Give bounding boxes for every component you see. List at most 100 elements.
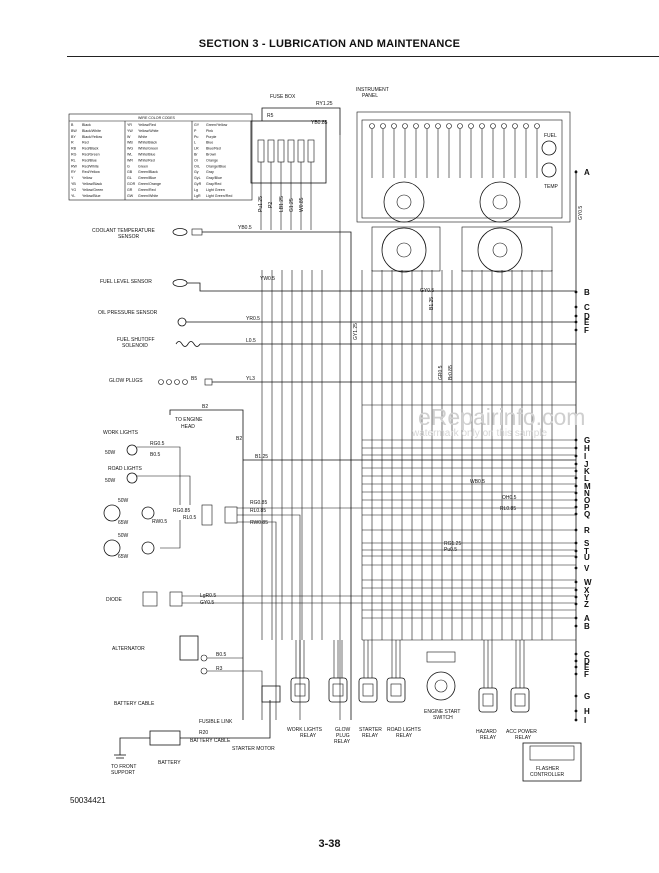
headlight-left-icon — [103, 504, 121, 522]
wire-label-vertical: GY0.5 — [578, 206, 584, 220]
color-code-cell: G — [127, 164, 130, 168]
color-code-cell: YL — [71, 194, 75, 198]
fuel-gauge-label: FUEL — [544, 133, 557, 139]
page-number: 3-38 — [318, 838, 341, 850]
document-number: 50034421 — [70, 796, 106, 805]
terminal-dot — [574, 659, 578, 663]
terminal-label: D — [584, 312, 590, 321]
indicator-lamp-icon — [501, 123, 507, 129]
terminal-dot — [574, 305, 578, 309]
terminal-dot — [574, 528, 578, 532]
engine-start-switch-icon — [426, 671, 456, 701]
fuse-box-label: FUSE BOX — [270, 94, 296, 100]
terminal-dot — [574, 541, 578, 545]
color-code-cell: Gray/Red — [206, 182, 221, 186]
color-code-cell: RW — [71, 164, 78, 168]
wire-r20: R20 — [199, 730, 208, 736]
headlight-left-bulb-icon — [141, 506, 155, 520]
terminal-label: A — [584, 168, 590, 177]
engine-head-label-1: TO ENGINE — [175, 417, 203, 423]
terminal-dot — [574, 549, 578, 553]
color-code-cell: White — [138, 135, 147, 139]
indicator-lamp-icon — [490, 123, 496, 129]
color-code-cell: Y — [71, 176, 74, 180]
oil-pressure-label: OIL PRESSURE SENSOR — [98, 310, 158, 316]
coolant-sensor-icon — [172, 228, 188, 236]
solenoid-coil-icon — [175, 341, 201, 347]
color-code-cell: OrL — [194, 164, 200, 168]
wire-label-vertical: Pu1.25 — [258, 196, 264, 212]
to-front-label-1: TO FRONT — [111, 764, 136, 770]
battery-cable-label-a: BATTERY CABLE — [114, 701, 155, 707]
wire-rg05: RG0.5 — [150, 441, 165, 447]
color-code-cell: GR — [127, 188, 133, 192]
terminal-label: F — [584, 326, 589, 335]
color-code-cell: GOR — [127, 182, 136, 186]
indicator-lamp-icon — [369, 123, 375, 129]
fuse-icon — [297, 139, 305, 163]
relay-icon — [386, 677, 406, 703]
color-code-cell: Green/Orange — [138, 182, 161, 186]
terminal-label: Q — [584, 510, 590, 519]
road-lights-label: ROAD LIGHTS — [108, 466, 143, 472]
terminal-label: B — [584, 622, 590, 631]
terminal-label: V — [584, 564, 590, 573]
road-light-watt: 50W — [105, 478, 116, 484]
color-code-cell: Red — [82, 141, 89, 145]
headlight-watt-3: 50W — [118, 533, 129, 539]
color-code-cell: RY — [71, 170, 77, 174]
color-code-cell: Light Green/Red — [206, 194, 232, 198]
wire-yb085: YB0.85 — [311, 120, 328, 126]
terminal-label: E — [584, 663, 590, 672]
color-code-cell: Blue/Red — [206, 147, 221, 151]
color-code-cell: Yellow — [82, 176, 93, 180]
relay-icon — [478, 687, 498, 713]
diode-icon — [142, 591, 158, 607]
indicator-lamp-icon — [435, 123, 441, 129]
wire-b05-1: B0.5 — [150, 452, 161, 458]
terminal-dot — [574, 314, 578, 318]
terminal-dot — [574, 446, 578, 450]
color-code-cell: Lg — [194, 188, 198, 192]
terminal-label: T — [584, 547, 589, 556]
color-code-cell: Br — [194, 153, 198, 157]
headlight-right-icon — [103, 539, 121, 557]
alternator-label: ALTERNATOR — [112, 646, 145, 652]
engine-switch-label-2: SWITCH — [433, 715, 453, 721]
color-code-cell: R — [71, 141, 74, 145]
header-rule — [67, 56, 659, 57]
color-code-cell: Green/Blue — [138, 176, 156, 180]
wire-ry125: RY1.25 — [316, 101, 333, 107]
terminal-label: L — [584, 474, 589, 483]
wire-r3: R3 — [216, 666, 223, 672]
wire-label: WB0.5 — [470, 479, 485, 485]
wire-b05-2: B0.5 — [216, 652, 227, 658]
terminal-label: U — [584, 553, 590, 562]
battery-label: BATTERY — [158, 760, 181, 766]
wire-rl085: RL0.85 — [250, 508, 266, 514]
indicator-lamp-icon — [413, 123, 419, 129]
wire-yr05: YR0.5 — [246, 316, 260, 322]
color-code-cell: P — [194, 129, 197, 133]
flasher-label-2: CONTROLLER — [530, 772, 565, 778]
color-code-cell: White/Red — [138, 158, 155, 162]
wire-rg085-2: RG0.85 — [250, 500, 267, 506]
color-code-cell: Gy — [194, 170, 199, 174]
color-code-cell: Orange/Blue — [206, 164, 226, 168]
color-code-cell: Yellow/Black — [82, 182, 102, 186]
shutoff-label-1: FUEL SHUTOFF — [117, 337, 155, 343]
temp-gauge-label: TEMP — [544, 184, 559, 190]
starter-motor-label: STARTER MOTOR — [232, 746, 275, 752]
acc-relay-label-2: RELAY — [515, 735, 532, 741]
terminal-label: X — [584, 586, 590, 595]
wire-yl3: YL3 — [246, 376, 255, 382]
starter-motor-icon — [261, 685, 281, 703]
wire-b125: B1.25 — [255, 454, 268, 460]
coolant-label-2: SENSOR — [118, 234, 140, 240]
terminal-dot — [574, 665, 578, 669]
wire-gy05-b: GY0.5 — [420, 288, 434, 294]
color-code-cell: GyL — [194, 176, 201, 180]
terminal-label: O — [584, 496, 590, 505]
color-code-cell: YG — [71, 188, 76, 192]
terminal-dot — [574, 491, 578, 495]
